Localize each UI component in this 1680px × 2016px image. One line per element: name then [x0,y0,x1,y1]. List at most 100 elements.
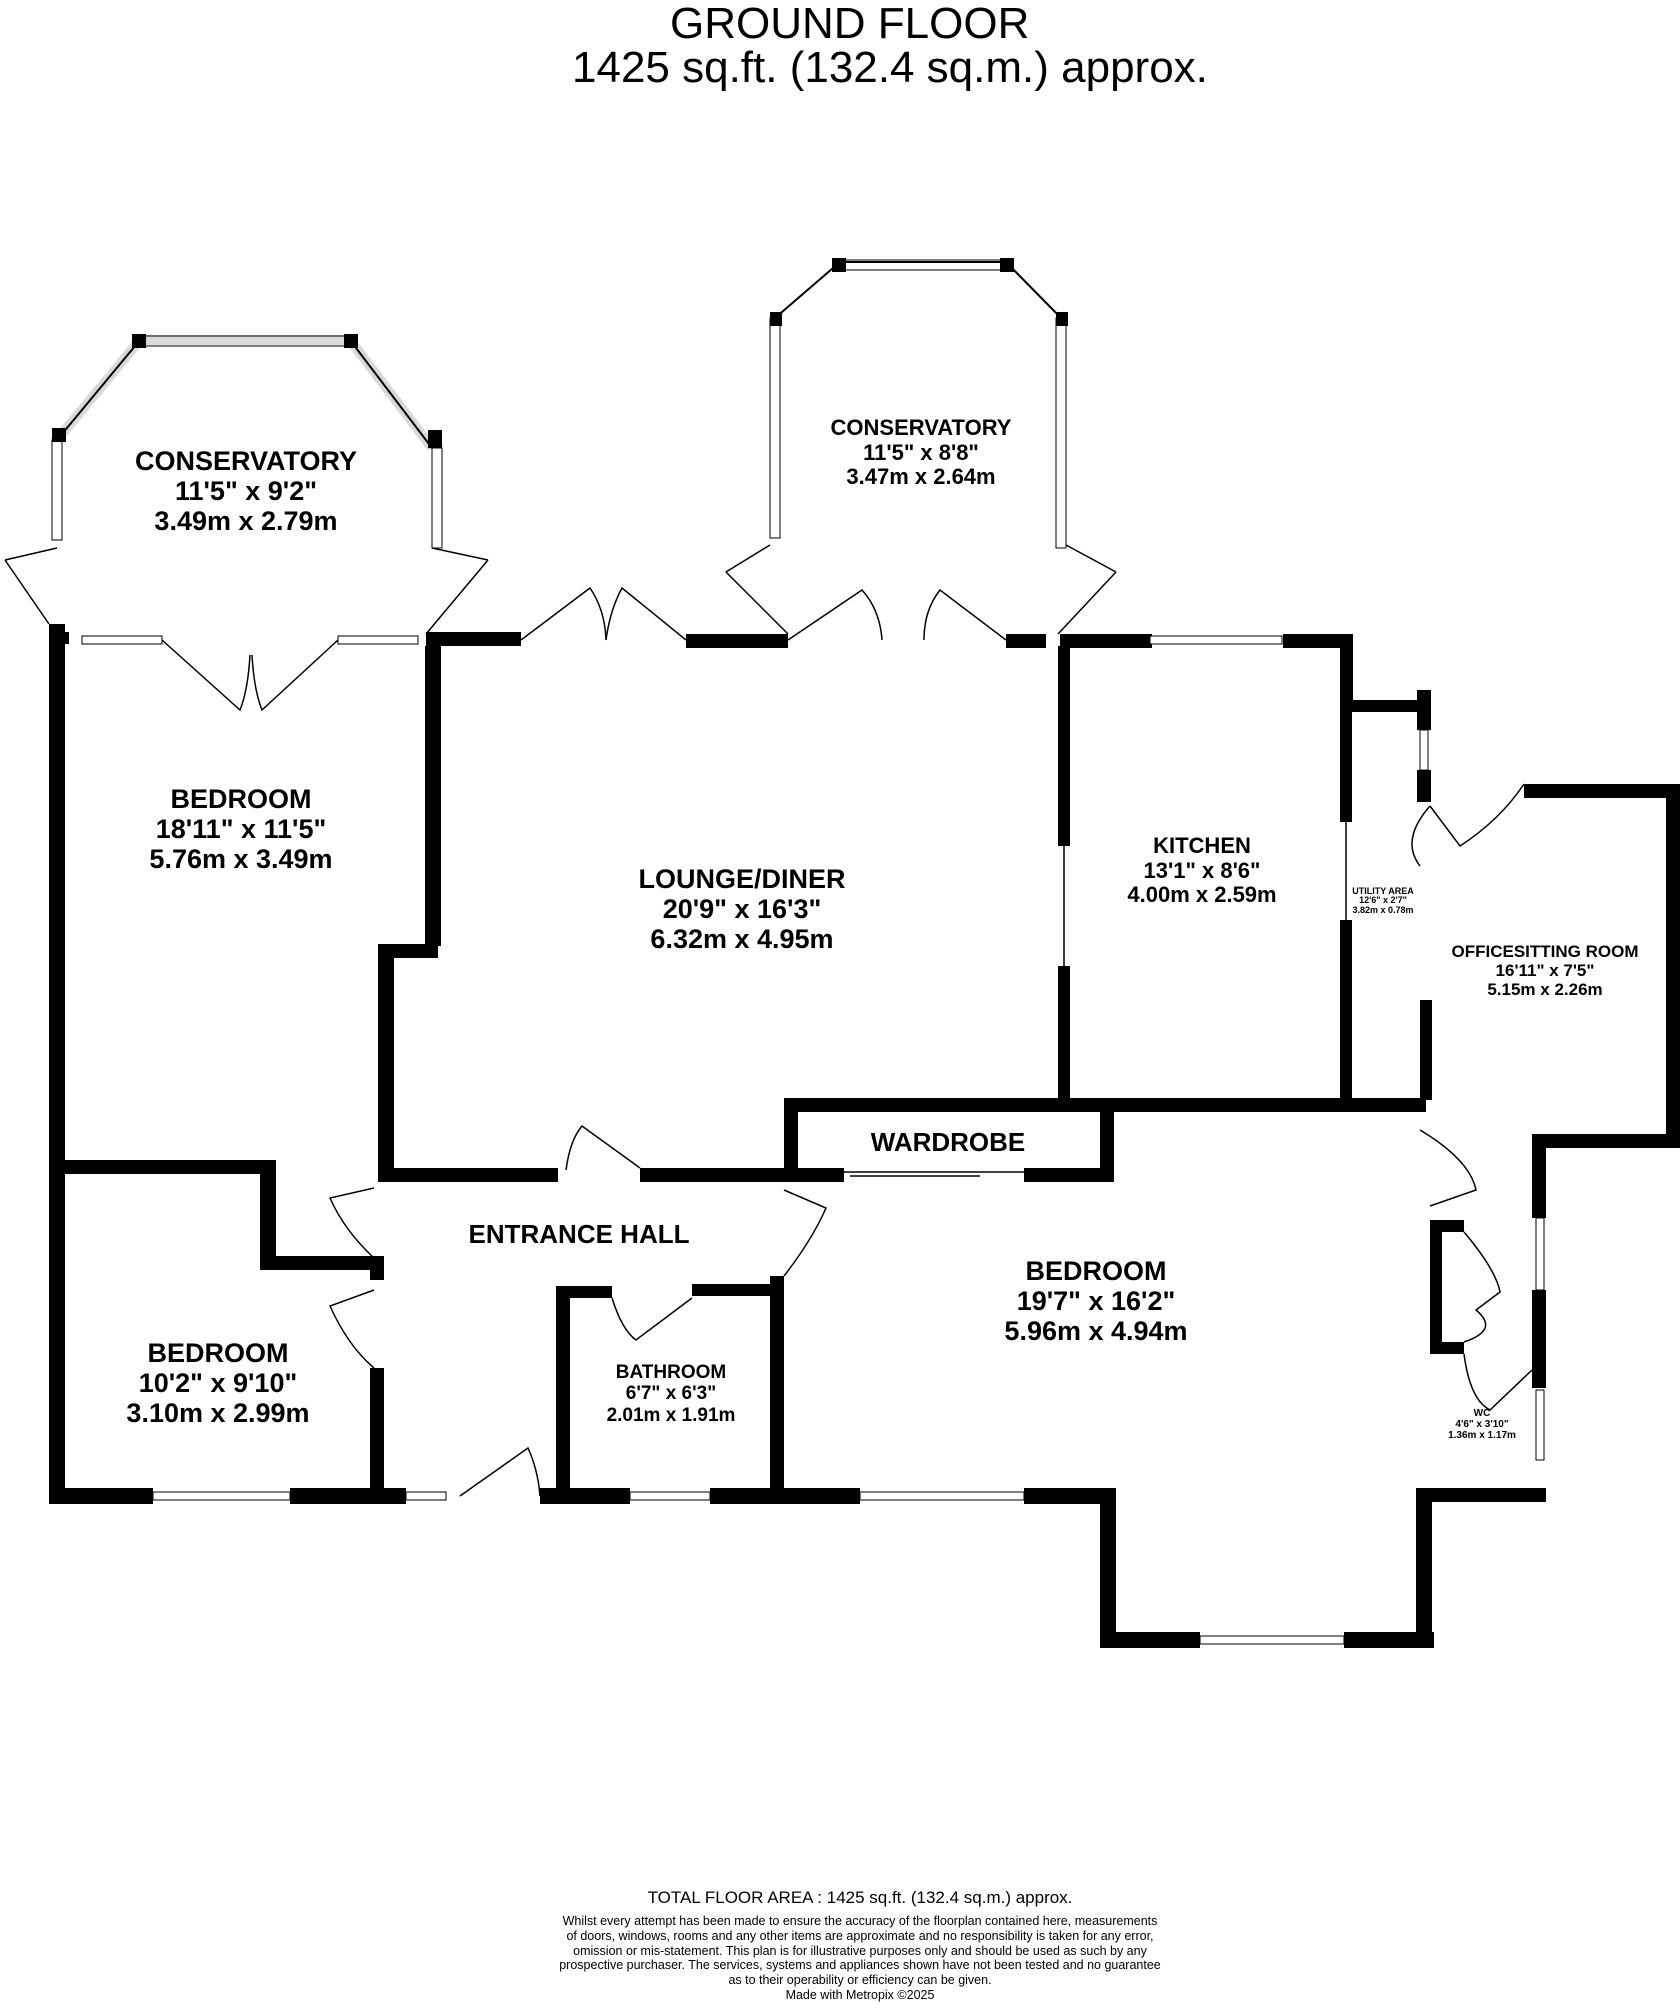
room-dim-imperial: 12'6" x 2'7" [1359,895,1407,906]
window-bedroom-top-a [81,635,163,645]
cons-right-corner-a [832,258,846,272]
room-bedroom-small: BEDROOM 10'2" x 9'10" 3.10m x 2.99m [126,1338,309,1429]
cons-left-corner-c [52,428,66,442]
wall-wardrobe-bottom-b [1024,1168,1114,1182]
room-dim-metric: 4.00m x 2.59m [1127,882,1277,908]
room-dim-imperial: 13'1" x 8'6" [1143,857,1261,883]
room-conservatory-right: CONSERVATORY 11'5" x 8'8" 3.47m x 2.64m [831,415,1012,490]
made-with-credit: Made with Metropix ©2025 [785,1987,935,2002]
room-name: ENTRANCE HALL [468,1219,690,1249]
room-bedroom-left: BEDROOM 18'11" x 11'5" 5.76m x 3.49m [149,784,332,875]
wall-bay-bottom-a [1100,1632,1200,1648]
cons-right-corner-b [1000,258,1014,272]
wall-bottom-d [710,1488,860,1504]
room-dim-imperial: 11'5" x 8'8" [863,439,979,465]
wall-office-bottom [1532,1134,1680,1148]
room-lounge-diner: LOUNGE/DINER 20'9" x 16'3" 6.32m x 4.95m [638,864,845,955]
room-name: WC [1473,1408,1491,1419]
room-dim-metric: 3.47m x 2.64m [846,464,996,490]
wall-kitchen-left-b [1058,966,1070,1102]
wall-bottom-a [49,1488,153,1504]
room-name: BATHROOM [615,1362,727,1383]
footer: TOTAL FLOOR AREA : 1425 sq.ft. (132.4 sq… [500,1888,1220,2002]
wall-smallbed-right [370,1368,384,1502]
room-dim-imperial: 11'5" x 9'2" [174,476,318,507]
room-dim-imperial: 18'11" x 11'5" [155,814,327,845]
room-dim-imperial: 20'9" x 16'3" [662,894,822,925]
room-name: LOUNGE/DINER [638,864,846,894]
wall-smallbed-step-c [370,1260,384,1280]
wall-bed-right-a [425,646,441,946]
wall-top-kitchen-b [1283,634,1353,648]
floor-area-heading: 1425 sq.ft. (132.4 sq.m.) approx. [572,43,1208,92]
wall-wardrobe-bottom-a [784,1168,844,1182]
wall-top-left-b [426,632,521,646]
disclaimer-line: as to their operability or efficiency ca… [728,1973,992,1987]
wall-kitchen-right [1340,634,1353,712]
wall-bay-right [1416,1488,1432,1648]
wall-wc-right-a [1532,1134,1546,1218]
window-cons-left-side-b [431,447,443,549]
wall-top-mid [686,634,788,648]
floor-header: GROUND FLOOR 1425 sq.ft. (132.4 sq.m.) a… [0,0,1680,100]
room-dim-metric: 5.96m x 4.94m [1004,1316,1188,1347]
wall-bath-top-a [556,1286,612,1298]
door-swings [4,544,1533,1497]
wall-lounge-bottom-a [378,1168,558,1182]
window-hall-bottom [405,1491,447,1501]
wall-left-outer [49,624,65,1504]
wall-wc-bottom [1416,1488,1546,1502]
room-dim-metric: 5.76m x 3.49m [149,844,333,875]
wall-office-right [1666,784,1680,1146]
wall-smallbed-top [49,1160,274,1174]
wall-utility-left-a [1340,700,1352,822]
wall-lounge-bottom-b [640,1168,790,1182]
wall-bay-bottom-b [1344,1632,1434,1648]
window-cons-right-side-b [1055,317,1067,549]
wall-utility-corner [1417,690,1431,730]
room-utility-area: UTILITY AREA 12'6" x 2'7" 3.82m x 0.78m [1352,886,1414,915]
room-dim-metric: 3.82m x 0.78m [1352,904,1414,915]
wall-office-top [1524,784,1680,798]
room-bedroom-right: BEDROOM 19'7" x 16'2" 5.96m x 4.94m [1004,1256,1187,1347]
wall-wardrobe-left [784,1098,798,1182]
disclaimer-line: prospective purchaser. The services, sys… [559,1958,1161,1973]
total-floor-area: TOTAL FLOOR AREA : 1425 sq.ft. (132.4 sq… [647,1888,1073,1907]
wall-bath-left [556,1286,570,1504]
cons-left-corner-a [132,334,146,348]
wall-lounge-left [378,944,394,1180]
room-dim-imperial: 6'7" x 6'3" [625,1383,717,1405]
floor-title: GROUND FLOOR [670,0,1030,48]
wall-utility-corner-b [1417,770,1431,802]
room-dim-imperial: 4'6" x 3'10" [1455,1419,1509,1430]
room-name: BEDROOM [147,1338,289,1368]
room-dim-imperial: 10'2" x 9'10" [138,1368,298,1399]
window-utility [1419,729,1429,771]
room-wardrobe: WARDROBE [870,1127,1026,1157]
wall-kitchen-left-a [1058,646,1070,846]
room-dim-metric: 6.32m x 4.95m [650,924,834,955]
wall-bath-right [770,1276,784,1504]
room-dim-imperial: 16'11" x 7'5" [1495,961,1595,981]
conservatory-frames [52,258,1068,452]
room-name: KITCHEN [1153,833,1251,858]
walls [49,624,1680,1648]
wall-bay-left [1100,1488,1116,1648]
room-dim-metric: 2.01m x 1.91m [606,1404,736,1426]
wall-bath-top-b [692,1284,782,1296]
room-dim-metric: 5.15m x 2.26m [1487,980,1603,1000]
window-cons-left-side [51,439,63,541]
room-dim-metric: 3.10m x 2.99m [126,1398,310,1429]
room-name: BEDROOM [170,784,312,814]
wall-utility-top [1340,700,1430,712]
wall-wardrobe-right [1100,1100,1114,1182]
room-name: BEDROOM [1025,1256,1167,1286]
cons-left-corner-d [428,430,442,448]
room-name: WARDROBE [870,1127,1026,1157]
room-dim-metric: 1.36m x 1.17m [1448,1430,1516,1441]
wall-top-kitchen-a [1060,634,1152,648]
room-office-sitting-room: OFFICESITTING ROOM 16'11" x 7'5" 5.15m x… [1452,942,1639,999]
cons-left-corner-b [344,334,358,348]
window-kitchen-top [1149,635,1283,645]
